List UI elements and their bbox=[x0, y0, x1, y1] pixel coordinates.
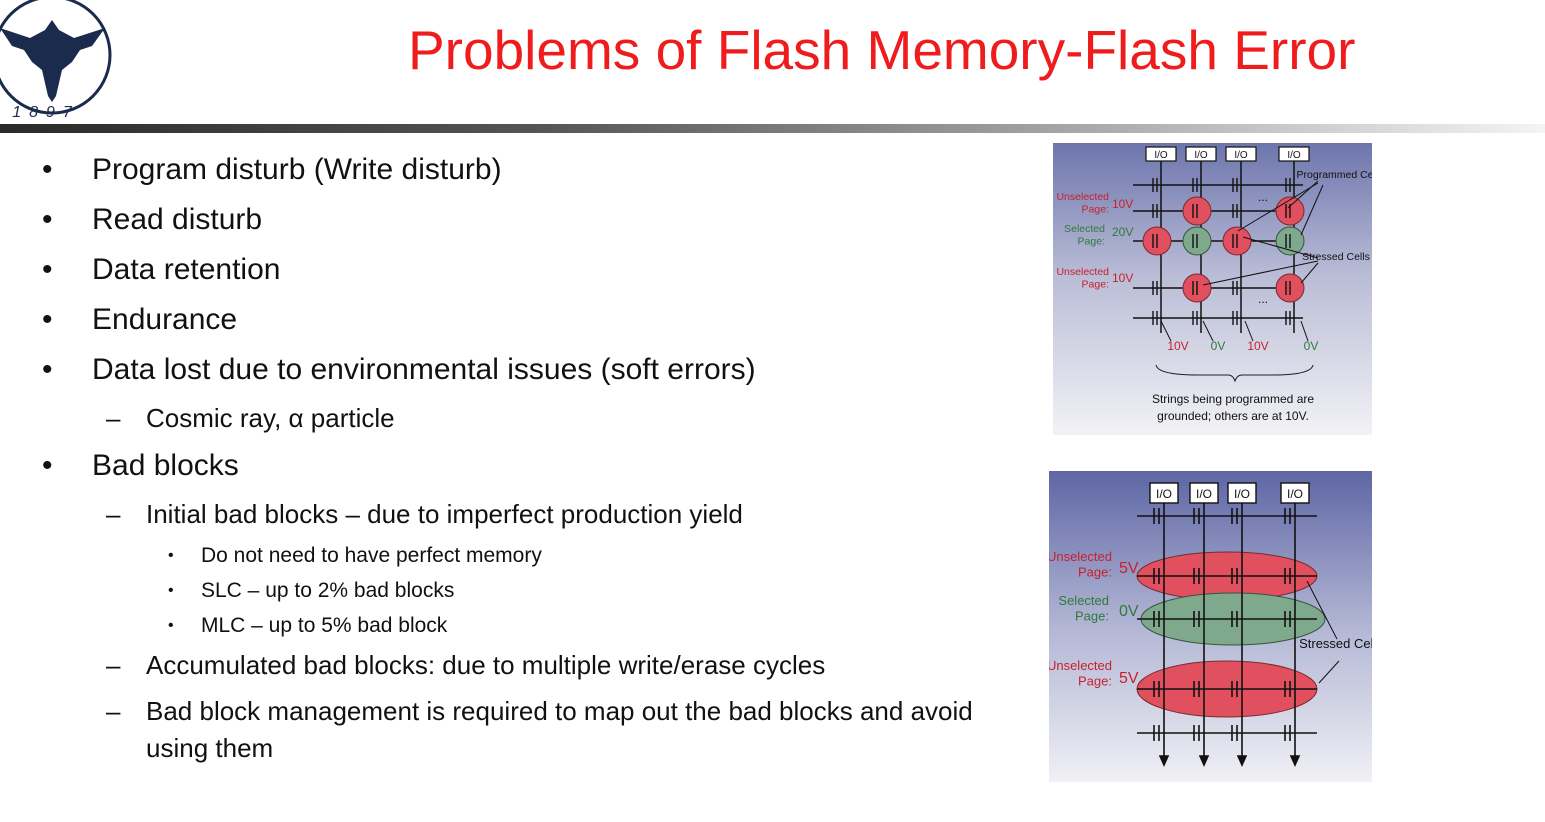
bullet-dash: – bbox=[106, 499, 121, 529]
list-item-text: Do not need to have perfect memory bbox=[201, 544, 542, 567]
list-item: • Endurance bbox=[40, 300, 1020, 340]
list-item: • Read disturb bbox=[40, 200, 1020, 240]
list-item-text: Accumulated bad blocks: due to multiple … bbox=[146, 650, 826, 680]
list-item-text: Bad block management is required to map … bbox=[146, 696, 973, 763]
io-box bbox=[1145, 146, 1177, 162]
bullet-dot: • bbox=[42, 449, 53, 482]
list-item: –Cosmic ray, α particle bbox=[40, 400, 1020, 437]
bullet-dash: – bbox=[106, 696, 121, 726]
list-item-text: Data lost due to environmental issues (s… bbox=[92, 353, 756, 386]
bit-line-voltage: 0V bbox=[1304, 339, 1319, 353]
io-box bbox=[1225, 146, 1257, 162]
bit-line-voltage: 10V bbox=[1167, 339, 1188, 353]
list-item-text: Bad blocks bbox=[92, 449, 239, 482]
io-label: I/O bbox=[1196, 487, 1212, 501]
figure-caption: Strings being programmed are bbox=[1152, 392, 1314, 406]
programmed-cells-label: Programmed Cells bbox=[1297, 169, 1372, 181]
voltage-label: 5V bbox=[1119, 560, 1139, 577]
bullet-dot: • bbox=[42, 153, 53, 186]
bullet-dot: • bbox=[168, 547, 174, 564]
ellipsis: ... bbox=[1258, 190, 1268, 204]
bullet-dash: – bbox=[106, 650, 121, 680]
figure-caption: grounded; others are at 10V. bbox=[1157, 409, 1309, 423]
list-item-text: Initial bad blocks – due to imperfect pr… bbox=[146, 499, 743, 529]
bullet-list: • Program disturb (Write disturb) • Read d… bbox=[40, 150, 1020, 776]
slide-title: Problems of Flash Memory-Flash Error bbox=[408, 19, 1356, 81]
list-item: • Program disturb (Write disturb) bbox=[40, 150, 1020, 190]
io-label: I/O bbox=[1234, 487, 1250, 501]
logo-year: 1897 bbox=[12, 104, 80, 121]
callout-arrows bbox=[1306, 580, 1340, 684]
list-item: • Data lost due to environmental issues (… bbox=[40, 350, 1020, 390]
bullet-dot: • bbox=[42, 303, 53, 336]
ellipsis: ... bbox=[1258, 292, 1268, 306]
arrow-down-icon bbox=[1289, 755, 1301, 767]
io-box bbox=[1149, 482, 1179, 504]
list-item: –Initial bad blocks – due to imperfect p… bbox=[40, 496, 1020, 533]
arrow-down-icon bbox=[1236, 755, 1248, 767]
io-box bbox=[1278, 146, 1310, 162]
voltage-label: 20V bbox=[1112, 225, 1133, 239]
bit-line-voltage: 10V bbox=[1247, 339, 1268, 353]
io-box bbox=[1185, 146, 1217, 162]
list-item-text: Program disturb (Write disturb) bbox=[92, 153, 502, 186]
list-item-text: Read disturb bbox=[92, 203, 263, 236]
bit-line-voltage: 0V bbox=[1211, 339, 1226, 353]
callout-arrows bbox=[1160, 180, 1324, 342]
bullet-dash: – bbox=[106, 403, 121, 433]
list-item: –Bad block management is required to map… bbox=[40, 693, 1020, 767]
list-item: • Bad blocks bbox=[40, 446, 1020, 486]
list-item-text: Cosmic ray, α particle bbox=[146, 403, 395, 433]
university-logo: 1897 bbox=[0, 0, 115, 125]
voltage-label: 0V bbox=[1119, 603, 1139, 620]
list-item-text: Endurance bbox=[92, 303, 238, 336]
stressed-cells-label: Stressed Cells bbox=[1302, 251, 1370, 263]
list-item: –Accumulated bad blocks: due to multiple… bbox=[40, 647, 1020, 684]
io-label: I/O bbox=[1234, 150, 1248, 161]
arrow-down-icon bbox=[1198, 755, 1210, 767]
list-item-text: SLC – up to 2% bad blocks bbox=[201, 579, 455, 602]
list-item: • MLC – up to 5% bad block bbox=[40, 612, 1020, 640]
bullet-dot: • bbox=[42, 253, 53, 286]
bullet-dot: • bbox=[168, 582, 174, 599]
bullet-dot: • bbox=[42, 203, 53, 236]
voltage-label: 10V bbox=[1112, 197, 1133, 211]
io-label: I/O bbox=[1154, 150, 1168, 161]
list-item: • Data retention bbox=[40, 250, 1020, 290]
list-item: • Do not need to have perfect memory bbox=[40, 542, 1020, 570]
io-box bbox=[1189, 482, 1219, 504]
io-label: I/O bbox=[1156, 487, 1172, 501]
io-label: I/O bbox=[1194, 150, 1208, 161]
list-item-text: MLC – up to 5% bad block bbox=[201, 614, 448, 637]
bullet-dot: • bbox=[42, 353, 53, 386]
list-item: • SLC – up to 2% bad blocks bbox=[40, 577, 1020, 605]
list-item-text: Data retention bbox=[92, 253, 281, 286]
title-divider bbox=[0, 124, 1545, 133]
arrow-down-icon bbox=[1158, 755, 1170, 767]
brace bbox=[1155, 364, 1314, 383]
stressed-cells-label: Stressed Cells bbox=[1299, 636, 1372, 651]
io-box bbox=[1280, 482, 1310, 504]
eagle-icon bbox=[0, 20, 105, 102]
io-box bbox=[1227, 482, 1257, 504]
voltage-label: 10V bbox=[1112, 271, 1133, 285]
io-label: I/O bbox=[1287, 150, 1301, 161]
bullet-dot: • bbox=[168, 617, 174, 634]
voltage-label: 5V bbox=[1119, 670, 1139, 687]
io-label: I/O bbox=[1287, 487, 1303, 501]
